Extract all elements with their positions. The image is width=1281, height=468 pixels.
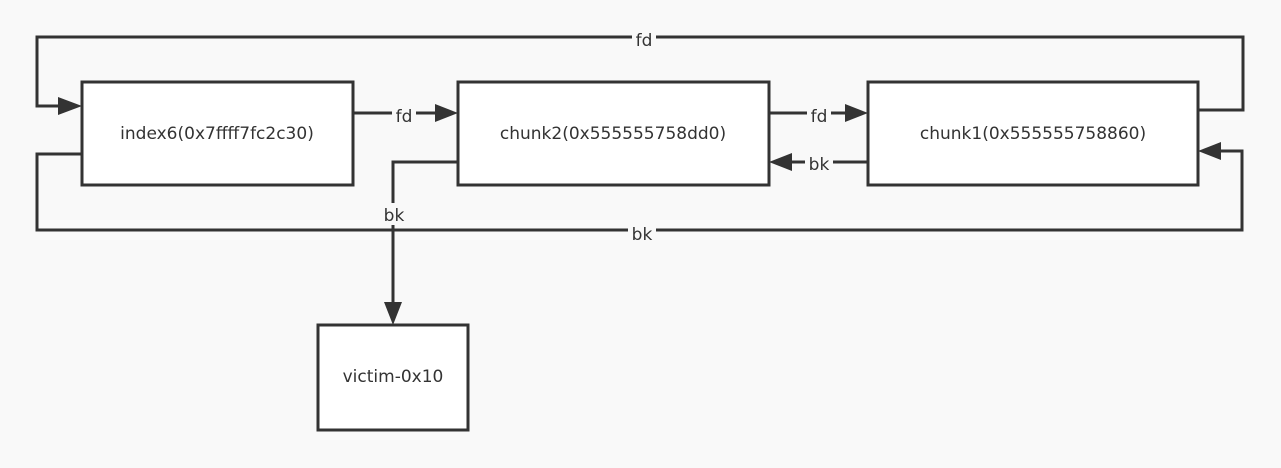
node-label: chunk1(0x555555758860) [920,124,1146,144]
node-victim[interactable]: victim-0x10 [316,323,470,432]
edge-label: fd [396,107,413,127]
node-label: victim-0x10 [343,367,444,387]
node-chunk1[interactable]: chunk1(0x555555758860) [866,80,1200,187]
edge-label: bk [384,206,405,226]
node-index6[interactable]: index6(0x7ffff7fc2c30) [80,80,355,187]
edge-index6-to-chunk2-fd: fd [352,104,458,127]
arrowhead-icon [58,97,82,115]
arrowhead-icon [435,104,458,122]
edge-index6-to-chunk1-bk: bk [35,142,1244,245]
arrowhead-icon [769,153,792,171]
node-label: chunk2(0x555555758dd0) [500,124,726,144]
edge-label: bk [632,225,653,245]
arrowhead-icon [384,302,402,325]
edge-chunk1-to-index6-fd: fd [35,28,1245,115]
edge-chunk2-to-chunk1-fd: fd [769,104,868,127]
arrowhead-icon [1198,142,1221,160]
edge-label: fd [636,31,653,51]
edge-chunk1-to-chunk2-bk: bk [769,152,868,175]
edge-label: bk [809,155,830,175]
edge-chunk2-to-victim-bk: bk [380,160,458,325]
arrowhead-icon [845,104,868,122]
node-chunk2[interactable]: chunk2(0x555555758dd0) [456,80,771,187]
node-label: index6(0x7ffff7fc2c30) [120,124,314,144]
edge-label: fd [811,107,828,127]
